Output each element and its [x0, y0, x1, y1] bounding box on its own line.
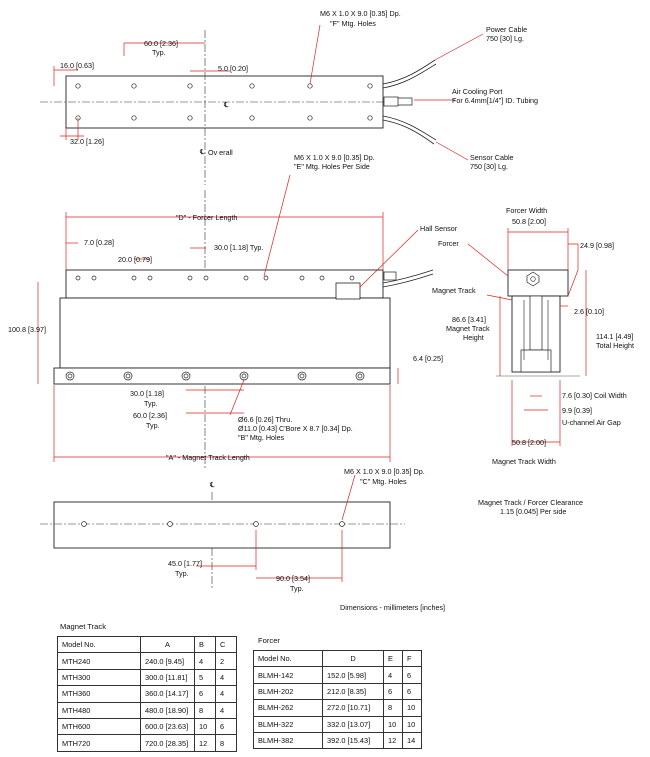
sensor-cable	[382, 115, 437, 141]
svg-text:Typ.: Typ.	[146, 421, 160, 430]
bottom-c-holes	[81, 521, 345, 527]
svg-text:For 6.4mm[1/4"] ID. Tubing: For 6.4mm[1/4"] ID. Tubing	[452, 96, 538, 105]
svg-text:Hall Sensor: Hall Sensor	[420, 224, 458, 233]
svg-text:"E" Mtg. Holes Per Side: "E" Mtg. Holes Per Side	[294, 162, 370, 171]
top-holes	[75, 83, 373, 121]
svg-text:"F" Mtg. Holes: "F" Mtg. Holes	[330, 19, 376, 28]
svg-text:2.6 [0.10]: 2.6 [0.10]	[574, 307, 604, 316]
svg-text:60.0 [2.36]: 60.0 [2.36]	[144, 39, 178, 48]
svg-text:Ø11.0 [0.43] C'Bore X 8.7 [0.3: Ø11.0 [0.43] C'Bore X 8.7 [0.34] Dp.	[238, 424, 353, 433]
svg-text:9.9 [0.39]: 9.9 [0.39]	[562, 406, 592, 415]
svg-text:6.4 [0.25]: 6.4 [0.25]	[413, 354, 443, 363]
svg-text:M6 X 1.0 X 9.0 [0.35] Dp.: M6 X 1.0 X 9.0 [0.35] Dp.	[294, 153, 375, 162]
bottom-view: ℄ M6 X 1.0 X 9.0 [0.35] Dp. "C" Mtg. Hol…	[40, 467, 583, 612]
svg-text:Typ.: Typ.	[290, 584, 304, 593]
svg-text:90.0 [3.54]: 90.0 [3.54]	[276, 574, 310, 583]
table-header-row: Model No. A B C	[57, 635, 237, 654]
svg-text:100.8 [3.97]: 100.8 [3.97]	[8, 325, 46, 334]
top-cl-symbol: ℄	[223, 100, 229, 109]
svg-text:M6 X 1.0 X 9.0 [0.35] Dp.: M6 X 1.0 X 9.0 [0.35] Dp.	[320, 9, 401, 18]
forcer-table-title: Forcer	[258, 636, 280, 645]
svg-text:Total Height: Total Height	[596, 341, 634, 350]
magnet-track-base	[53, 367, 391, 385]
power-cable	[382, 59, 436, 85]
svg-text:750 [30] Lg.: 750 [30] Lg.	[470, 162, 508, 171]
svg-text:℄: ℄	[199, 147, 205, 156]
svg-text:"B" Mtg. Holes: "B" Mtg. Holes	[238, 433, 285, 442]
svg-text:U-channel Air Gap: U-channel Air Gap	[562, 418, 621, 427]
svg-text:1.15 [0.045] Per side: 1.15 [0.045] Per side	[500, 507, 566, 516]
track-bottom-outline	[53, 501, 391, 549]
svg-text:Typ.: Typ.	[144, 399, 158, 408]
table-header-row: Model No. D E F	[253, 649, 422, 668]
svg-text:℄: ℄	[209, 480, 215, 489]
svg-text:86.6 [3.41]: 86.6 [3.41]	[452, 315, 486, 324]
svg-text:16.0 [0.63]: 16.0 [0.63]	[60, 61, 94, 70]
svg-text:Typ.: Typ.	[152, 48, 166, 57]
magnet-track-table-title: Magnet Track	[60, 622, 107, 631]
svg-text:30.0 [1.18] Typ.: 30.0 [1.18] Typ.	[214, 243, 263, 252]
forcer-side-outline	[65, 269, 384, 299]
svg-text:Magnet Track: Magnet Track	[446, 324, 490, 333]
svg-text:"A" - Magnet Track Length: "A" - Magnet Track Length	[166, 453, 250, 462]
svg-text:Sensor Cable: Sensor Cable	[470, 153, 514, 162]
svg-text:Forcer Width: Forcer Width	[506, 206, 547, 215]
svg-text:Forcer: Forcer	[438, 239, 459, 248]
side-e-holes	[75, 275, 355, 281]
svg-text:750 [30] Lg.: 750 [30] Lg.	[486, 34, 524, 43]
end-coil	[529, 295, 543, 351]
svg-text:32.0 [1.26]: 32.0 [1.26]	[70, 137, 104, 146]
svg-text:50.8 [2.00]: 50.8 [2.00]	[512, 217, 546, 226]
svg-text:20.0 [0.79]: 20.0 [0.79]	[118, 255, 152, 264]
svg-text:"C" Mtg. Holes: "C" Mtg. Holes	[360, 477, 407, 486]
svg-text:M6 X 1.0 X 9.0 [0.35] Dp.: M6 X 1.0 X 9.0 [0.35] Dp.	[344, 467, 425, 476]
top-view: ℄ 60.0 [2.36] Typ. 16.0 [0.63] 5.0 [0.20…	[40, 9, 538, 185]
end-view: Forcer Width 50.8 [2.00] Forcer 24.9 [0.…	[432, 206, 634, 466]
svg-text:5.0 [0.20]: 5.0 [0.20]	[218, 64, 248, 73]
svg-text:Ø6.6 [0.26] Thru.: Ø6.6 [0.26] Thru.	[238, 415, 292, 424]
svg-text:7.0 [0.28]: 7.0 [0.28]	[84, 238, 114, 247]
svg-text:Power Cable: Power Cable	[486, 25, 527, 34]
svg-text:Magnet Track Width: Magnet Track Width	[492, 457, 556, 466]
side-b-holes	[65, 371, 365, 381]
svg-text:60.0 [2.36]: 60.0 [2.36]	[133, 411, 167, 420]
svg-text:"D" - Forcer Length: "D" - Forcer Length	[176, 213, 237, 222]
hall-sensor	[335, 282, 361, 300]
magnet-track-body	[59, 297, 391, 369]
svg-text:30.0 [1.18]: 30.0 [1.18]	[130, 389, 164, 398]
svg-text:Dimensions - millimeters [inch: Dimensions - millimeters [inches]	[340, 603, 445, 612]
side-view: M6 X 1.0 X 9.0 [0.35] Dp. "E" Mtg. Holes…	[8, 153, 458, 470]
svg-text:50.8 [2.00]: 50.8 [2.00]	[512, 438, 546, 447]
svg-text:114.1 [4.49]: 114.1 [4.49]	[596, 332, 633, 341]
svg-text:Magnet Track: Magnet Track	[432, 286, 476, 295]
svg-text:Height: Height	[463, 333, 484, 342]
svg-text:7.6 [0.30] Coil Width: 7.6 [0.30] Coil Width	[562, 391, 627, 400]
svg-text:Air Cooling Port: Air Cooling Port	[452, 87, 502, 96]
air-port-fitting	[383, 96, 399, 107]
svg-text:45.0 [1.77]: 45.0 [1.77]	[168, 559, 202, 568]
svg-text:Typ.: Typ.	[175, 569, 189, 578]
svg-text:Ov erall: Ov erall	[208, 148, 233, 157]
svg-text:24.9 [0.98]: 24.9 [0.98]	[580, 241, 614, 250]
svg-text:Magnet Track / Forcer Clearanc: Magnet Track / Forcer Clearance	[478, 498, 583, 507]
